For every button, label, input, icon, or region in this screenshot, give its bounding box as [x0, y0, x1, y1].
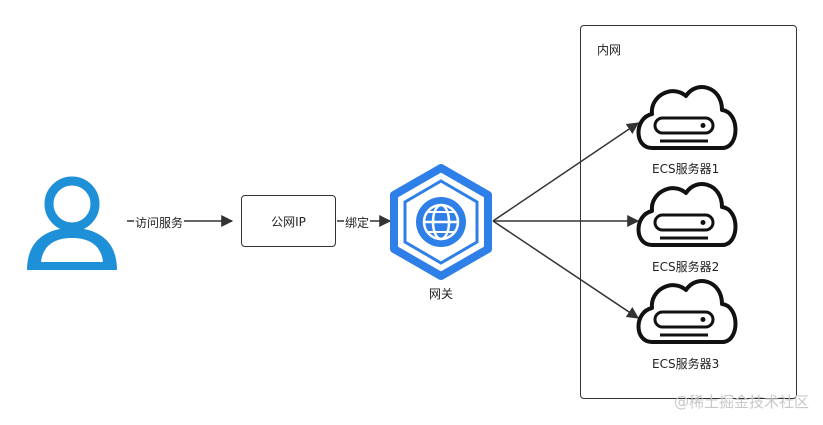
edge-gateway-to-server1 — [492, 122, 639, 222]
server-label-1: ECS服务器1 — [652, 162, 720, 176]
cloud-server-icon — [636, 182, 738, 247]
gateway-label: 网关 — [429, 287, 454, 301]
cloud-server-icon — [636, 85, 738, 150]
server-label-3: ECS服务器3 — [652, 357, 720, 371]
server-label-2: ECS服务器2 — [652, 260, 720, 274]
edge-gateway-to-server3 — [492, 220, 639, 319]
public-ip-node: 公网IP — [241, 195, 336, 247]
vpc-label: 内网 — [597, 43, 622, 57]
edge-label-access-service: 访问服务 — [134, 214, 185, 231]
public-ip-label: 公网IP — [271, 214, 306, 229]
cloud-server-icon — [636, 279, 738, 344]
gateway-icon — [390, 164, 492, 280]
watermark: @稀土掘金技术社区 — [673, 393, 809, 411]
user-icon — [27, 176, 117, 270]
edge-label-bind: 绑定 — [344, 214, 371, 231]
